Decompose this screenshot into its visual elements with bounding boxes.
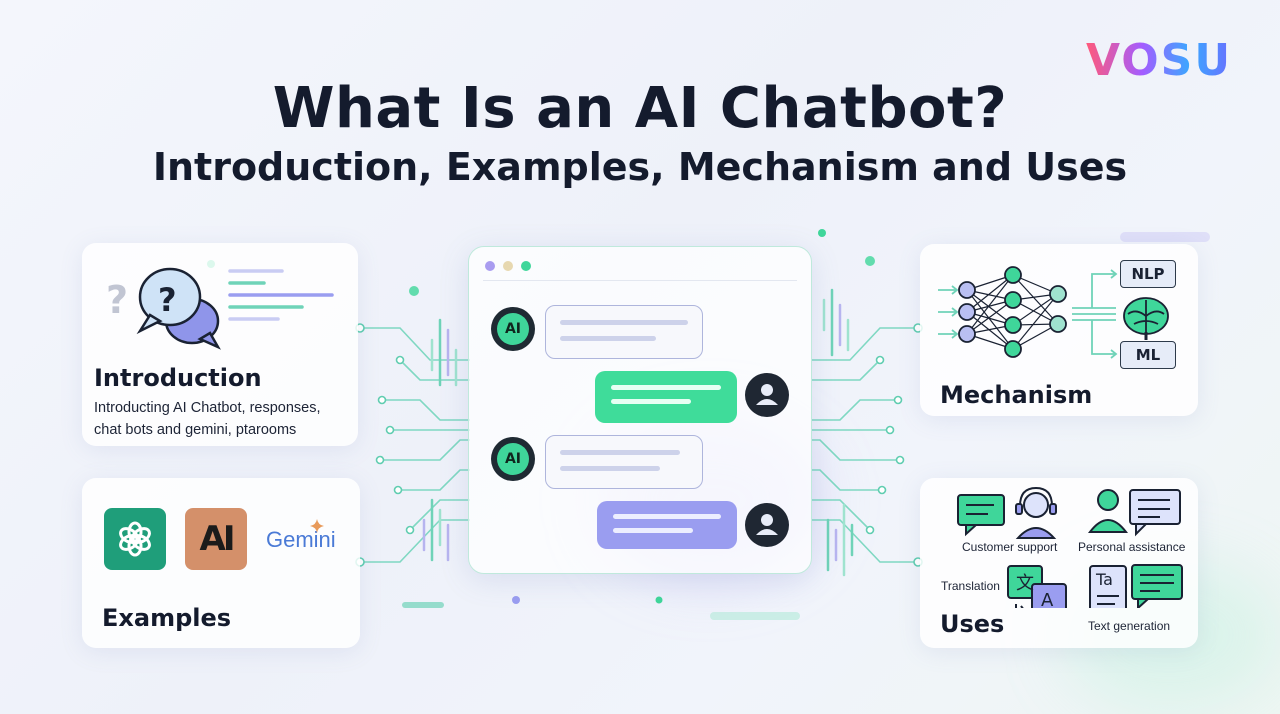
question-bubble-icon: ? ? <box>106 267 334 350</box>
page-subtitle: Introduction, Examples, Mechanism and Us… <box>152 145 1128 189</box>
text-generation-label: Text generation <box>1088 619 1171 633</box>
uses-icons <box>957 486 1183 608</box>
gemini-logo[interactable]: Gemini <box>266 527 336 552</box>
brand-logo-text: VOSU <box>1086 36 1246 86</box>
user-message-bubble <box>597 501 737 549</box>
user-icon <box>756 514 778 535</box>
chat-window: AI AI <box>468 246 812 574</box>
message-line <box>560 320 688 325</box>
chatgpt-logo[interactable] <box>104 508 166 570</box>
examples-title: Examples <box>102 604 232 632</box>
personal-assistance-icon <box>1087 489 1181 537</box>
translation-icon <box>1007 565 1067 608</box>
ai-message-bubble <box>545 305 703 359</box>
neural-network-icon <box>938 266 1169 359</box>
window-divider <box>483 280 797 281</box>
message-line <box>613 528 693 533</box>
mechanism-title: Mechanism <box>940 381 1093 409</box>
uses-title: Uses <box>940 610 1005 638</box>
customer-support-label: Customer support <box>962 540 1058 554</box>
examples-card: AI Gemini Examples <box>82 478 360 648</box>
text-generation-glyph: Ta <box>1096 570 1113 589</box>
window-dot <box>521 261 531 271</box>
window-dot <box>503 261 513 271</box>
svg-text:?: ? <box>158 281 177 319</box>
personal-assistance-label: Personal assistance <box>1078 540 1186 554</box>
ai-message-bubble <box>545 435 703 489</box>
anthropic-logo[interactable]: AI <box>185 508 247 570</box>
message-line <box>560 466 660 471</box>
translation-label: Translation <box>941 579 1000 593</box>
ai-avatar-label: AI <box>497 443 529 475</box>
anthropic-logo-text: AI <box>199 519 236 559</box>
nlp-box: NLP <box>1120 260 1176 288</box>
ai-avatar-label: AI <box>497 313 529 345</box>
brain-icon <box>1123 297 1169 340</box>
sparkle-icon <box>310 519 324 533</box>
user-icon <box>756 384 778 405</box>
message-line <box>611 399 691 404</box>
translation-glyph-target: A <box>1041 590 1054 611</box>
introduction-title: Introduction <box>94 364 262 392</box>
page-title: What Is an AI Chatbot? <box>272 76 1008 141</box>
user-avatar <box>745 503 789 547</box>
user-avatar <box>745 373 789 417</box>
message-line <box>560 450 680 455</box>
ai-avatar: AI <box>491 437 535 481</box>
brand-logo[interactable]: VOSU <box>1086 36 1246 86</box>
ml-box: ML <box>1120 341 1176 369</box>
message-line <box>611 385 721 390</box>
introduction-description-line: chat bots and gemini, ptarooms <box>94 422 297 438</box>
message-line <box>560 336 656 341</box>
introduction-card: ? ? Introduction Introducting AI Chatbot… <box>82 243 358 446</box>
svg-text:?: ? <box>106 278 128 322</box>
customer-support-icon <box>957 486 1057 539</box>
ai-avatar: AI <box>491 307 535 351</box>
introduction-description: Introducting AI Chatbot, responses, chat… <box>94 397 321 441</box>
uses-card: 文 A Ta Customer support Personal assista… <box>920 478 1198 648</box>
openai-knot-icon <box>119 521 151 557</box>
message-line <box>613 514 721 519</box>
text-generation-icon <box>1089 564 1183 608</box>
user-message-bubble <box>595 371 737 423</box>
window-dot <box>485 261 495 271</box>
translation-glyph-source: 文 <box>1016 573 1034 594</box>
mechanism-card: NLP ML Mechanism <box>920 244 1198 416</box>
introduction-description-line: Introducting AI Chatbot, responses, <box>94 400 321 416</box>
